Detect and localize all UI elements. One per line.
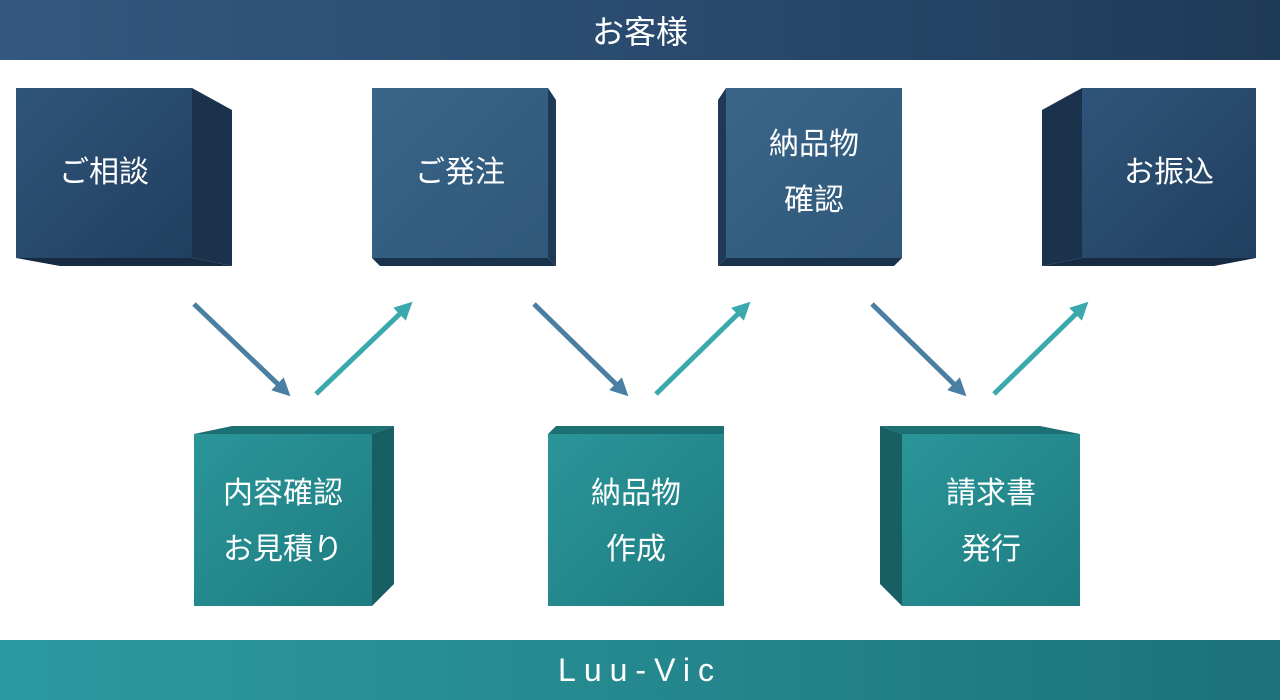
company-band: Luu-Vic — [0, 640, 1280, 700]
company-step-2-box — [548, 426, 724, 606]
customer-step-3-line-2: 確認 — [784, 183, 844, 218]
company-step-2-line-1: 納品物 — [591, 476, 681, 511]
customer-step-4-label: お振込 — [1082, 88, 1256, 258]
arrow-down-2 — [532, 302, 629, 397]
customer-step-4-line-1: お振込 — [1124, 155, 1214, 190]
arrow-down-1 — [192, 302, 291, 397]
customer-step-3-line-1: 納品物 — [769, 127, 859, 162]
customer-band: お客様 — [0, 0, 1280, 60]
customer-step-2-box — [372, 88, 556, 266]
customer-step-4-box — [1042, 88, 1256, 266]
company-step-2-label: 納品物 作成 — [548, 438, 724, 606]
company-step-2-line-2: 作成 — [606, 532, 666, 567]
company-band-title: Luu-Vic — [558, 651, 722, 688]
company-step-1-box — [194, 426, 394, 606]
arrow-up-1 — [314, 301, 413, 396]
arrow-up-2 — [654, 301, 751, 396]
company-step-3-label: 請求書 発行 — [902, 438, 1080, 606]
company-step-3-line-1: 請求書 — [946, 476, 1036, 511]
company-step-3-box — [880, 426, 1080, 606]
arrow-down-3 — [870, 302, 967, 397]
customer-band-title: お客様 — [591, 13, 688, 51]
company-step-3-line-2: 発行 — [961, 532, 1021, 567]
customer-step-1-line-1: ご相談 — [59, 155, 149, 190]
company-step-1-line-2: お見積り — [223, 532, 343, 567]
customer-step-2-line-1: ご発注 — [415, 155, 505, 190]
company-step-1-label: 内容確認 お見積り — [194, 438, 372, 606]
customer-step-3-label: 納品物 確認 — [726, 88, 902, 258]
customer-step-1-label: ご相談 — [16, 88, 192, 258]
customer-step-3-box — [718, 88, 902, 266]
customer-step-1-box — [16, 88, 232, 266]
arrow-up-3 — [992, 301, 1089, 396]
company-step-1-line-1: 内容確認 — [223, 476, 343, 511]
customer-step-2-label: ご発注 — [372, 88, 548, 258]
